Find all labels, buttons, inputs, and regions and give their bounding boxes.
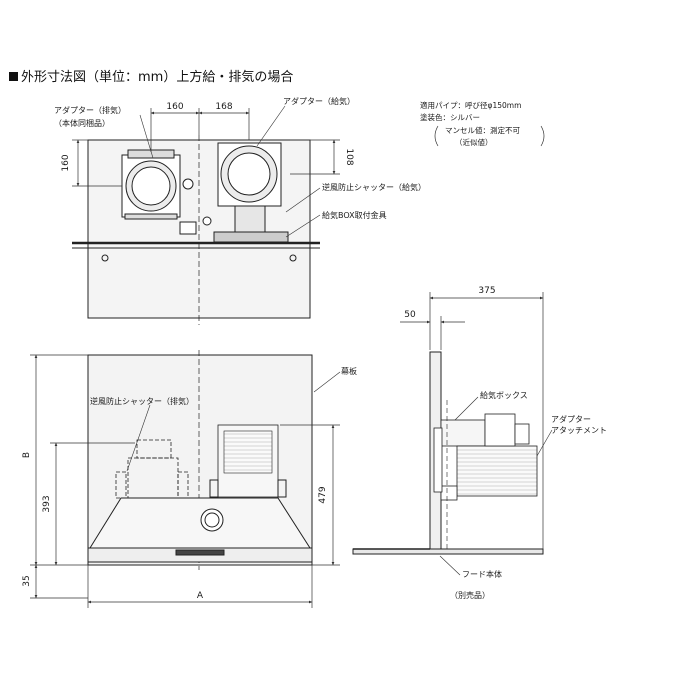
label-supply-box: 給気ボックス: [480, 390, 528, 400]
dim-393: 393: [42, 495, 52, 512]
top-view-bolt-1: [182, 178, 194, 190]
diagram-title: 外形寸法図（単位：mm）上方給・排気の場合: [9, 66, 293, 85]
front-view-logo: [175, 549, 225, 556]
spec-color: 塗装色：シルバー: [420, 112, 480, 122]
dim-160-side: 160: [61, 154, 71, 171]
spec-munsell: マンセル値：測定不可: [445, 125, 520, 135]
label-hood-body: フード本体: [462, 569, 502, 579]
dim-375: 375: [478, 286, 495, 296]
side-view-hood-body: [352, 548, 544, 555]
label-curtain-board: 幕板: [341, 366, 357, 376]
label-shutter-exhaust: 逆風防止シャッター（排気）: [90, 396, 194, 406]
spec-approx: （近似値）: [455, 137, 493, 147]
label-adapter-attach-1: アダプター: [551, 414, 591, 424]
label-box-bracket: 給気BOX取付金具: [322, 210, 387, 220]
front-view-dimensions: [30, 354, 340, 608]
title-bullet-icon: [9, 72, 18, 81]
label-adapter-supply: アダプター（給気）: [283, 96, 355, 106]
top-view-dimensions: [72, 108, 340, 187]
label-adapter-exhaust: アダプター（排気）: [54, 105, 126, 115]
front-view: [87, 350, 313, 570]
top-view-bolt-2: [202, 216, 212, 226]
dim-168: 168: [215, 102, 232, 112]
dim-B: B: [22, 452, 32, 458]
label-adapter-attach-2: アタッチメント: [551, 426, 607, 435]
front-view-hood: [89, 497, 311, 549]
dim-108: 108: [344, 148, 354, 165]
dim-35: 35: [22, 575, 32, 586]
front-view-supply-unit: [209, 424, 287, 498]
label-shutter-supply: 逆風防止シャッター（給気）: [322, 182, 426, 192]
dim-160-top: 160: [166, 102, 183, 112]
side-view: [352, 351, 544, 555]
label-included: （本体同梱品）: [54, 118, 110, 128]
label-sold-separately: （別売品）: [450, 590, 490, 600]
dim-A: A: [197, 591, 204, 601]
side-view-dimensions: [400, 292, 544, 549]
dim-50: 50: [404, 310, 416, 320]
title-text: 外形寸法図（単位：mm）上方給・排気の場合: [21, 70, 294, 85]
exhaust-adapter-top: [121, 149, 181, 220]
dim-479: 479: [318, 486, 328, 503]
side-view-supply-box: [433, 413, 538, 501]
top-view: [72, 135, 320, 325]
front-view-exhaust-unit: [115, 439, 189, 499]
spec-pipe: 適用パイプ：呼び径φ150mm: [420, 100, 521, 110]
supply-adapter-top: [213, 142, 289, 243]
